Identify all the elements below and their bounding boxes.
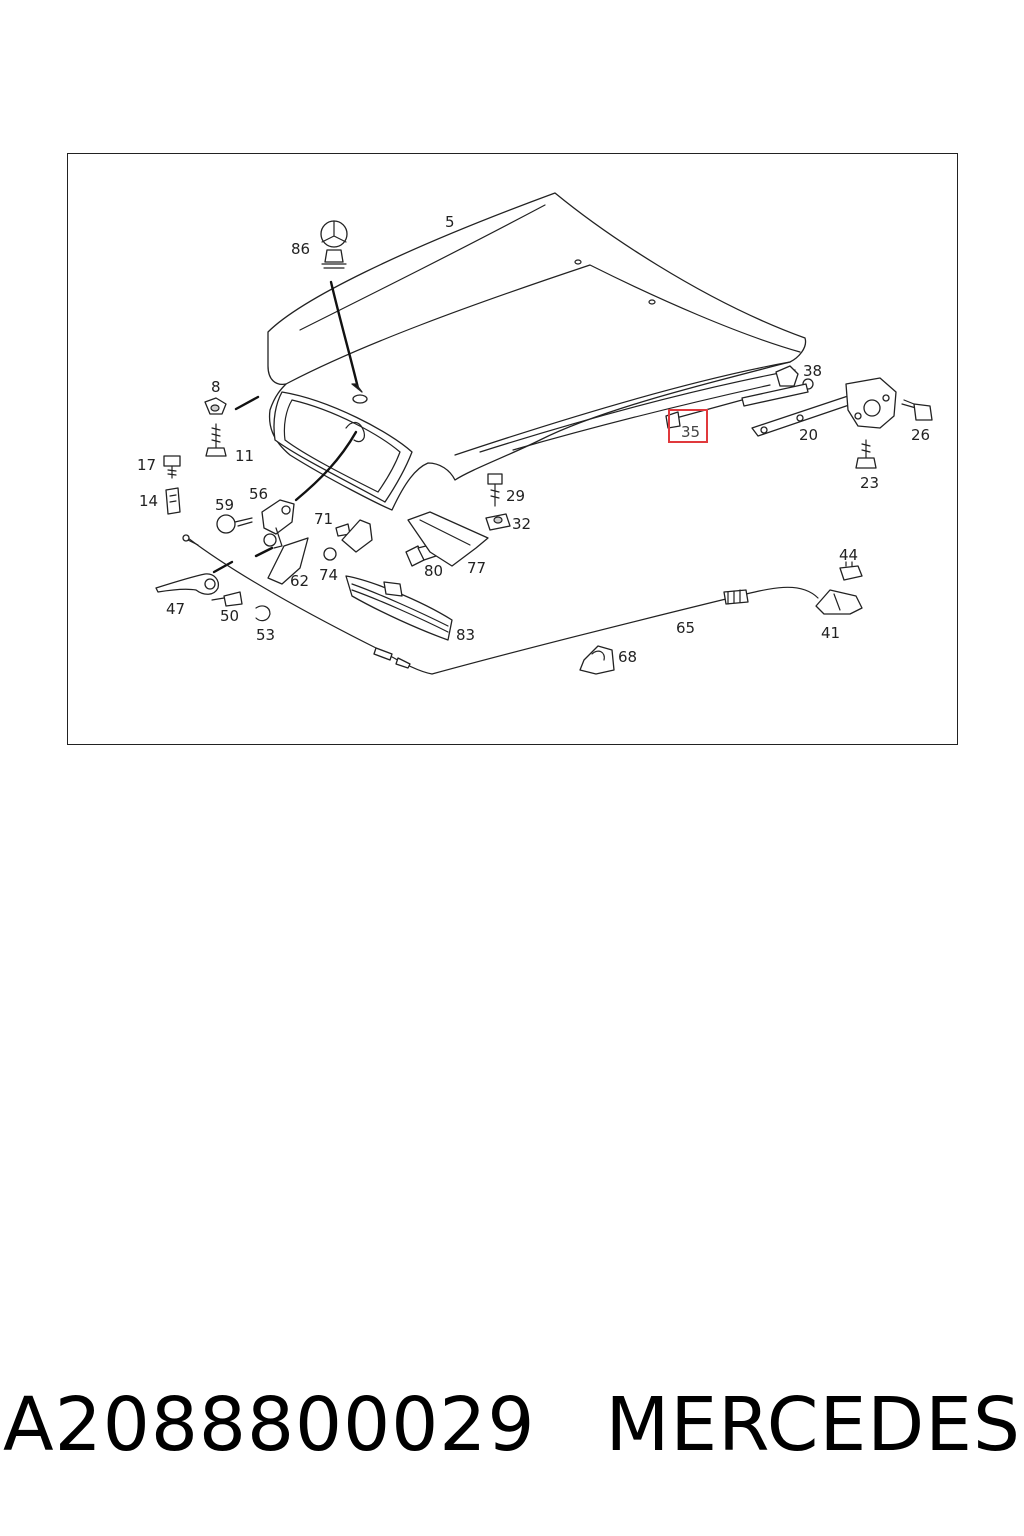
callout-8: 8 (211, 378, 221, 396)
callout-29: 29 (506, 487, 525, 505)
callout-62: 62 (290, 572, 309, 590)
bracket-77-icon (407, 511, 489, 567)
clip-44-icon (839, 561, 863, 581)
arrow-hook (212, 560, 234, 574)
callout-59: 59 (215, 496, 234, 514)
callout-68: 68 (618, 648, 637, 666)
arrow-lock (294, 430, 358, 502)
callout-41: 41 (821, 624, 840, 642)
callout-71: 71 (314, 510, 333, 528)
arrow-clip (234, 395, 260, 411)
bolt-59-icon (216, 514, 253, 534)
callout-23: 23 (860, 474, 879, 492)
arrow-emblem (329, 280, 360, 390)
callout-14: 14 (139, 492, 158, 510)
callout-86: 86 (291, 240, 310, 258)
callout-32: 32 (512, 515, 531, 533)
callout-35: 35 (681, 423, 700, 441)
callout-17: 17 (137, 456, 156, 474)
ring-50-icon (211, 591, 243, 607)
callout-47: 47 (166, 600, 185, 618)
bolt-29-icon (487, 473, 503, 507)
hood-panel (267, 192, 807, 511)
clamp-68-icon (579, 645, 615, 675)
release-cable-65 (182, 534, 819, 675)
screw-11-icon (205, 423, 227, 457)
bolt-26-icon (901, 399, 933, 421)
nut-32-icon (485, 513, 511, 531)
cap-74-icon (323, 547, 337, 561)
callout-20: 20 (799, 426, 818, 444)
callout-11: 11 (235, 447, 254, 465)
callout-83: 83 (456, 626, 475, 644)
bracket-71-icon (335, 519, 373, 553)
hook-47-icon (155, 573, 220, 595)
release-handle-41-icon (815, 589, 863, 615)
hinge-20-icon (751, 377, 897, 437)
callout-74: 74 (319, 566, 338, 584)
callout-80: 80 (424, 562, 443, 580)
highlight-box (668, 409, 708, 443)
callout-77: 77 (467, 559, 486, 577)
callout-5: 5 (445, 213, 455, 231)
callout-26: 26 (911, 426, 930, 444)
callout-44: 44 (839, 546, 858, 564)
callout-38: 38 (803, 362, 822, 380)
bolt-17-icon (163, 455, 181, 479)
plate-62-icon (267, 537, 309, 585)
callout-50: 50 (220, 607, 239, 625)
callout-56: 56 (249, 485, 268, 503)
part-number: A2088800029 (3, 1382, 536, 1468)
footer-caption: A2088800029 MERCEDES (0, 1370, 1024, 1480)
clip-14-icon (165, 487, 181, 515)
callout-53: 53 (256, 626, 275, 644)
grille-trim-83-icon (345, 575, 453, 641)
clip-fastener-icon (204, 397, 227, 415)
star-emblem-icon (320, 220, 348, 269)
hood-lock-56-icon (261, 499, 295, 549)
brand-name: MERCEDES (605, 1382, 1021, 1468)
bolt-23-icon (855, 439, 877, 469)
clip-53-icon (255, 605, 271, 622)
arrow-hook-2 (254, 546, 274, 558)
callout-65: 65 (676, 619, 695, 637)
